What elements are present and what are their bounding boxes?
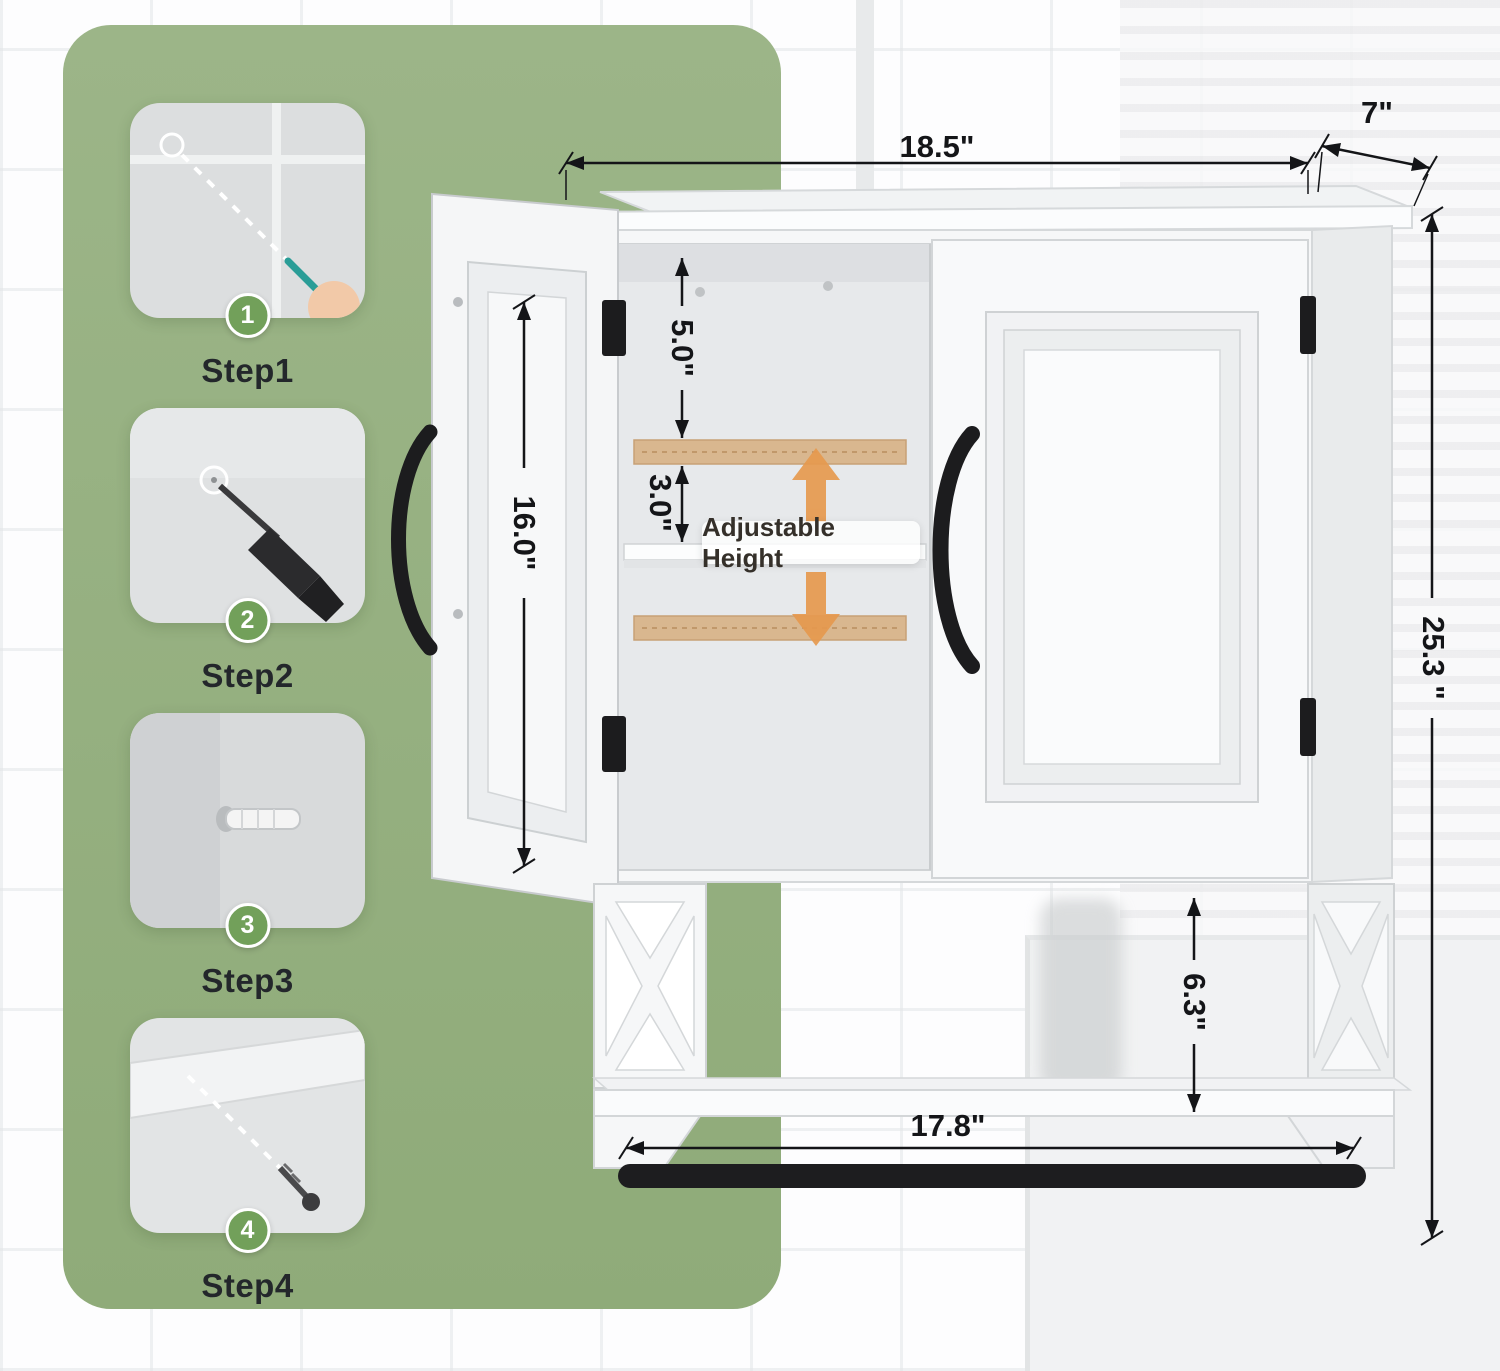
step-2-card: 2 Step2 xyxy=(130,408,365,695)
dim-door-height-label: 16.0" xyxy=(507,495,542,571)
right-door xyxy=(931,239,1309,879)
wall-anchor-icon xyxy=(130,713,365,928)
step-3-card: 3 Step3 xyxy=(130,713,365,1000)
step-1-card: 1 Step1 xyxy=(130,103,365,390)
cabinet-right-side xyxy=(1311,224,1393,884)
dim-depth-label: 7" xyxy=(1361,95,1393,130)
dim-shelf-spacing-label: 3.0" xyxy=(643,474,678,532)
left-x-support xyxy=(593,883,707,1089)
step-1-photo: 1 xyxy=(130,103,365,338)
dim-shelf-spacing-line xyxy=(675,466,689,542)
right-door-handle-icon xyxy=(932,426,980,674)
dim-depth-line xyxy=(1314,133,1438,207)
step-2-photo: 2 xyxy=(130,408,365,643)
adjustable-height-callout: Adjustable Height xyxy=(702,512,920,573)
step-4-label: Step4 xyxy=(201,1267,294,1304)
left-door-hinge-bottom xyxy=(602,716,626,772)
step-4-number-badge: 4 xyxy=(225,1208,270,1253)
dimension-lines xyxy=(512,133,1444,1246)
step-2-label: Step2 xyxy=(201,657,294,694)
adjustable-height-arrows-icon xyxy=(792,448,840,646)
lower-shelf xyxy=(592,1077,1413,1169)
step-4-card: 4 Step4 xyxy=(130,1018,365,1305)
step-3-photo: 3 xyxy=(130,713,365,948)
dim-top-width-label: 18.5" xyxy=(899,129,975,164)
right-x-support xyxy=(1307,883,1395,1089)
background-fixture xyxy=(1040,898,1122,1093)
step-3-number-badge: 3 xyxy=(225,903,270,948)
cabinet-top xyxy=(555,184,1413,234)
step-2-number-badge: 2 xyxy=(225,598,270,643)
drill-icon xyxy=(130,408,365,623)
dim-overall-height-line xyxy=(1420,206,1444,1246)
dim-towel-area-line xyxy=(1187,898,1201,1112)
step-4-photo: 4 xyxy=(130,1018,365,1253)
right-door-hinge-top xyxy=(1300,296,1316,354)
right-door-hinge-bottom xyxy=(1300,698,1316,756)
left-door-handle-icon xyxy=(391,424,438,656)
left-door-open xyxy=(431,192,619,908)
step-3-label: Step3 xyxy=(201,962,294,999)
step-1-label: Step1 xyxy=(201,352,294,389)
background-window-frame xyxy=(856,0,874,205)
dim-towel-area-label: 6.3" xyxy=(1177,973,1212,1031)
dim-overall-height-label: 25.3 " xyxy=(1416,616,1451,700)
step-1-number-badge: 1 xyxy=(225,293,270,338)
screw-icon xyxy=(130,1018,365,1233)
dim-upper-clearance-label: 5.0" xyxy=(665,319,700,377)
left-door-hinge-top xyxy=(602,300,626,356)
dim-shelf-width-line xyxy=(618,1136,1362,1160)
dim-door-height-line xyxy=(512,294,536,874)
dim-top-width-line xyxy=(558,151,1316,200)
dim-shelf-width-label: 17.8" xyxy=(910,1108,986,1143)
towel-bar xyxy=(618,1164,1366,1188)
dim-upper-clearance-line xyxy=(675,258,689,438)
pencil-mark-icon xyxy=(130,103,365,318)
